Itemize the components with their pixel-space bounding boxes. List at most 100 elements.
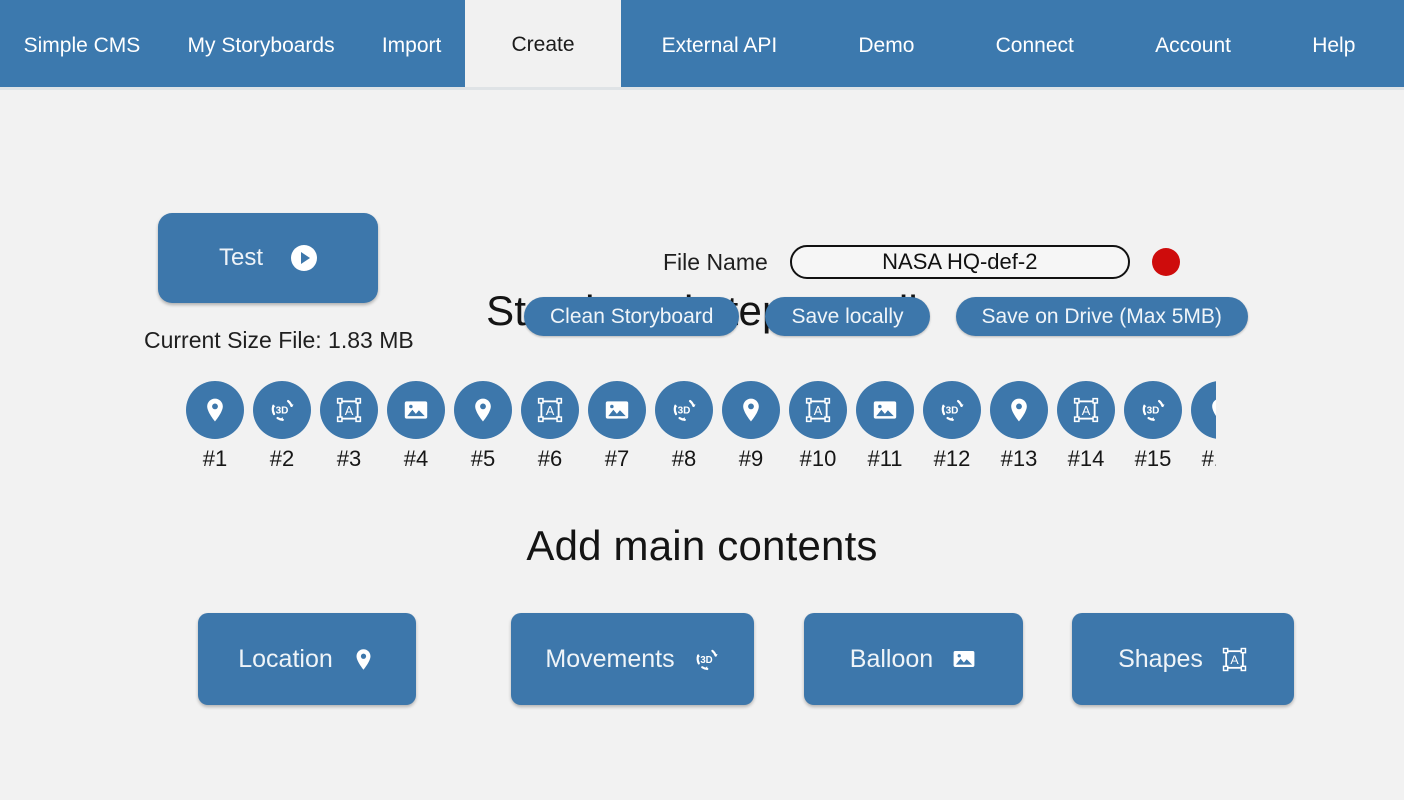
image-icon: [856, 381, 914, 439]
storyboard-step-1[interactable]: #1: [186, 381, 244, 472]
add-location-label: Location: [238, 644, 333, 673]
storyboard-steps-scroll-container[interactable]: #1 3D #2 A #3 #4 #5 A #6 #7 3D #8 #9 A #10 #11 3D #12 #13 A…: [0, 381, 1216, 472]
nav-right-group: External API Demo Connect Account Help: [621, 0, 1404, 90]
storyboard-step-label: #5: [470, 446, 496, 471]
nav-item-help[interactable]: Help: [1312, 33, 1356, 57]
storyboard-step-6[interactable]: A #6: [521, 381, 579, 472]
add-shapes-button[interactable]: Shapes A: [1072, 613, 1294, 705]
storyboard-step-4[interactable]: #4: [387, 381, 445, 472]
add-balloon-button[interactable]: Balloon: [804, 613, 1023, 705]
storyboard-step-14[interactable]: A #14: [1057, 381, 1115, 472]
svg-text:A: A: [546, 403, 555, 418]
nav-item-import[interactable]: Import: [381, 33, 442, 57]
3d-rotate-icon: 3D: [655, 381, 713, 439]
file-name-input[interactable]: [789, 245, 1130, 279]
location-pin-icon: [722, 381, 780, 439]
clean-storyboard-button[interactable]: Clean Storyboard: [524, 297, 740, 336]
storyboard-step-label: #3: [336, 446, 362, 471]
storyboard-step-label: #2: [269, 446, 295, 471]
location-pin-icon: [1191, 381, 1216, 439]
add-balloon-label: Balloon: [849, 644, 934, 673]
storyboard-step-label: #8: [671, 446, 697, 471]
save-locally-button[interactable]: Save locally: [765, 297, 930, 336]
storyboard-step-2[interactable]: 3D #2: [253, 381, 311, 472]
location-pin-icon: [990, 381, 1048, 439]
nav-item-connect[interactable]: Connect: [995, 33, 1074, 57]
shapes-frame-icon: A: [1057, 381, 1115, 439]
add-location-button[interactable]: Location: [198, 613, 416, 705]
nav-left-group: Simple CMS My Storyboards Import: [0, 0, 465, 90]
nav-item-account[interactable]: Account: [1155, 33, 1231, 57]
nav-item-create[interactable]: Create: [465, 0, 621, 90]
svg-text:A: A: [345, 403, 354, 418]
nav-item-simple-cms[interactable]: Simple CMS: [23, 33, 141, 57]
svg-text:3D: 3D: [946, 406, 959, 417]
file-name-row: File Name: [663, 245, 1180, 279]
svg-text:3D: 3D: [700, 654, 712, 665]
location-pin-icon: [351, 647, 376, 672]
3d-rotate-icon: 3D: [923, 381, 981, 439]
storyboard-step-15[interactable]: 3D #15: [1124, 381, 1182, 472]
add-main-contents-row: Location Movements 3D Balloon Shapes A: [0, 613, 1404, 705]
file-actions-row: Clean Storyboard Save locally Save on Dr…: [524, 297, 1248, 336]
location-pin-icon: [454, 381, 512, 439]
location-pin-icon: [186, 381, 244, 439]
nav-underline: [0, 87, 1404, 90]
nav-item-demo[interactable]: Demo: [858, 33, 915, 57]
shapes-frame-icon: A: [521, 381, 579, 439]
file-name-label: File Name: [663, 248, 768, 275]
storyboard-step-label: #11: [867, 446, 903, 471]
test-button[interactable]: Test: [158, 213, 378, 303]
save-on-drive-button[interactable]: Save on Drive (Max 5MB): [955, 297, 1248, 336]
svg-text:A: A: [814, 403, 823, 418]
image-icon: [951, 646, 977, 672]
storyboard-step-label: #6: [537, 446, 563, 471]
add-movements-button[interactable]: Movements 3D: [511, 613, 754, 705]
storyboard-step-label: #15: [1134, 446, 1172, 471]
toolbar-area: Test Current Size File: 1.83 MB File Nam…: [0, 90, 1404, 353]
svg-text:3D: 3D: [276, 406, 289, 417]
storyboard-step-9[interactable]: #9: [722, 381, 780, 472]
storyboard-step-11[interactable]: #11: [856, 381, 914, 472]
svg-text:A: A: [1230, 653, 1239, 667]
storyboard-step-label: #16: [1201, 446, 1216, 471]
storyboard-step-10[interactable]: A #10: [789, 381, 847, 472]
nav-item-my-storyboards[interactable]: My Storyboards: [187, 33, 335, 57]
current-size-file-text: Current Size File: 1.83 MB: [144, 327, 414, 353]
storyboard-step-3[interactable]: A #3: [320, 381, 378, 472]
shapes-frame-icon: A: [789, 381, 847, 439]
3d-rotate-icon: 3D: [253, 381, 311, 439]
storyboard-step-label: #7: [604, 446, 630, 471]
top-navigation-bar: Simple CMS My Storyboards Import Create …: [0, 0, 1404, 90]
storyboard-step-8[interactable]: 3D #8: [655, 381, 713, 472]
image-icon: [387, 381, 445, 439]
status-indicator-dot: [1151, 248, 1180, 276]
3d-rotate-icon: 3D: [693, 646, 720, 673]
storyboard-step-label: #9: [738, 446, 764, 471]
storyboard-step-label: #12: [933, 446, 971, 471]
storyboard-step-5[interactable]: #5: [454, 381, 512, 472]
image-icon: [588, 381, 646, 439]
add-movements-label: Movements: [545, 644, 675, 673]
test-button-label: Test: [218, 244, 263, 271]
storyboard-step-label: #4: [403, 446, 429, 471]
storyboard-step-7[interactable]: #7: [588, 381, 646, 472]
shapes-frame-icon: A: [1221, 646, 1248, 673]
add-main-contents-title: Add main contents: [526, 522, 878, 569]
add-shapes-label: Shapes: [1118, 644, 1203, 673]
play-icon: [291, 245, 317, 271]
storyboard-steps-row: #1 3D #2 A #3 #4 #5 A #6 #7 3D #8 #9 A #10 #11 3D #12 #13 A…: [186, 381, 1216, 472]
svg-text:3D: 3D: [678, 406, 691, 417]
storyboard-step-label: #1: [202, 446, 228, 471]
storyboard-step-label: #14: [1067, 446, 1105, 471]
storyboard-step-label: #13: [1000, 446, 1038, 471]
storyboard-step-12[interactable]: 3D #12: [923, 381, 981, 472]
shapes-frame-icon: A: [320, 381, 378, 439]
storyboard-step-13[interactable]: #13: [990, 381, 1048, 472]
svg-text:A: A: [1082, 403, 1091, 418]
storyboard-step-label: #10: [799, 446, 837, 471]
storyboard-step-16[interactable]: #16: [1191, 381, 1216, 472]
svg-text:3D: 3D: [1147, 406, 1160, 417]
3d-rotate-icon: 3D: [1124, 381, 1182, 439]
nav-item-external-api[interactable]: External API: [661, 33, 778, 57]
